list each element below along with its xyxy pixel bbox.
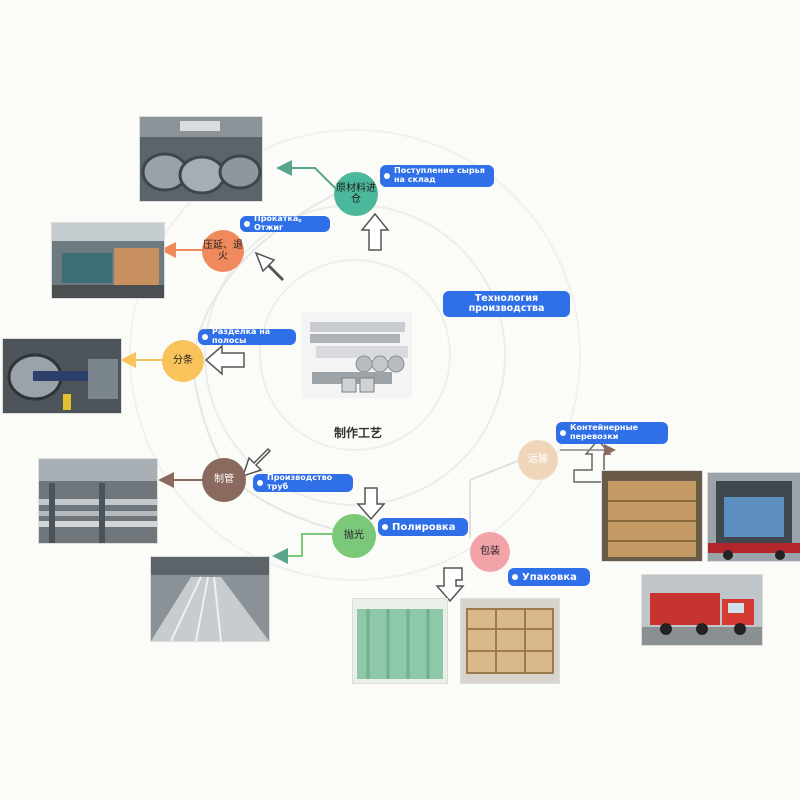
photo-truck-road — [641, 574, 763, 646]
photo-wrapped-tubes — [352, 598, 448, 684]
node-transport: 运输 — [518, 440, 558, 480]
tag-polishing-text: Полировка — [392, 521, 456, 533]
tag-rolling-text: Прокатка。Отжиг — [254, 214, 307, 232]
tag-packing-text: Упаковка — [522, 571, 577, 583]
node-rolling-label: 压延、退火 — [203, 239, 243, 263]
photo-truck-container — [707, 472, 800, 562]
node-slitting-label: 分条 — [173, 355, 193, 367]
tag-transport: Контейнерные перевозки — [556, 422, 668, 444]
tag-polishing: Полировка — [378, 518, 468, 536]
node-raw-material-label: 原材料进仓 — [336, 182, 376, 206]
tag-packing: Упаковка — [508, 568, 590, 586]
node-slitting: 分条 — [162, 340, 204, 382]
tag-transport-text: Контейнерные перевозки — [570, 423, 639, 441]
arrow-to-photo-1 — [276, 160, 336, 189]
node-polishing: 抛光 — [332, 514, 376, 558]
tag-raw-material-text: Поступление сырья на склад — [394, 166, 485, 184]
photo-container-loading — [601, 470, 703, 562]
arrow-to-photo-5 — [272, 533, 332, 564]
photo-wooden-crates — [460, 598, 560, 684]
flow-arrow-pack — [435, 567, 465, 603]
center-label: 制作工艺 — [334, 426, 383, 440]
node-raw-material: 原材料进仓 — [334, 172, 378, 216]
flow-arrow-diag-down — [241, 447, 272, 478]
node-tube-making-label: 制管 — [214, 474, 234, 486]
tag-slitting-text: Разделка на полосы — [212, 327, 271, 345]
flow-arrow-up — [360, 212, 390, 251]
node-rolling: 压延、退火 — [202, 230, 244, 272]
flow-arrow-left — [204, 344, 245, 376]
photo-polishing-line — [150, 556, 270, 642]
flow-arrow-down — [356, 487, 386, 521]
tag-raw-material: Поступление сырья на склад — [380, 165, 494, 187]
title-box: Технология производства — [443, 291, 570, 317]
photo-tube-production — [38, 458, 158, 544]
node-packing-label: 包装 — [480, 546, 500, 558]
node-packing: 包装 — [470, 532, 510, 572]
center-pipes-photo — [302, 312, 412, 398]
node-tube-making: 制管 — [202, 458, 246, 502]
tag-slitting: Разделка на полосы — [198, 327, 296, 345]
photo-slitting-machine — [2, 338, 122, 414]
node-polishing-label: 抛光 — [344, 530, 364, 542]
photo-steel-coils-warehouse — [139, 116, 263, 202]
node-transport-label: 运输 — [528, 454, 548, 466]
tag-tube-making: Производство труб — [253, 473, 353, 492]
tag-rolling: Прокатка。Отжиг — [240, 214, 330, 232]
photo-rolling-mill — [51, 222, 165, 299]
flow-arrow-diag-up — [254, 251, 285, 282]
tag-tube-making-text: Производство труб — [267, 473, 333, 491]
